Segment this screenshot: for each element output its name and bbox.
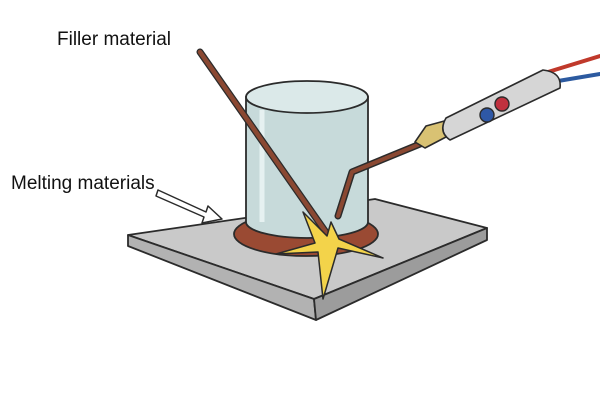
cylinder bbox=[245, 80, 369, 239]
arrow-icon bbox=[155, 189, 223, 224]
flame-icon bbox=[275, 211, 384, 300]
filler-rod bbox=[196, 48, 334, 242]
hose-red bbox=[546, 54, 600, 74]
torch-neck-core bbox=[336, 140, 427, 218]
cylinder-body bbox=[245, 96, 369, 239]
knob-red-icon bbox=[494, 96, 510, 112]
melting-materials-label: Melting materials bbox=[11, 173, 155, 194]
knob-blue-icon bbox=[479, 107, 495, 123]
plate-side-face bbox=[313, 227, 488, 321]
cylinder-top bbox=[245, 80, 369, 114]
torch-icon bbox=[334, 69, 561, 220]
filler-rod-core bbox=[197, 49, 333, 241]
filler-material-label: Filler material bbox=[57, 29, 172, 50]
